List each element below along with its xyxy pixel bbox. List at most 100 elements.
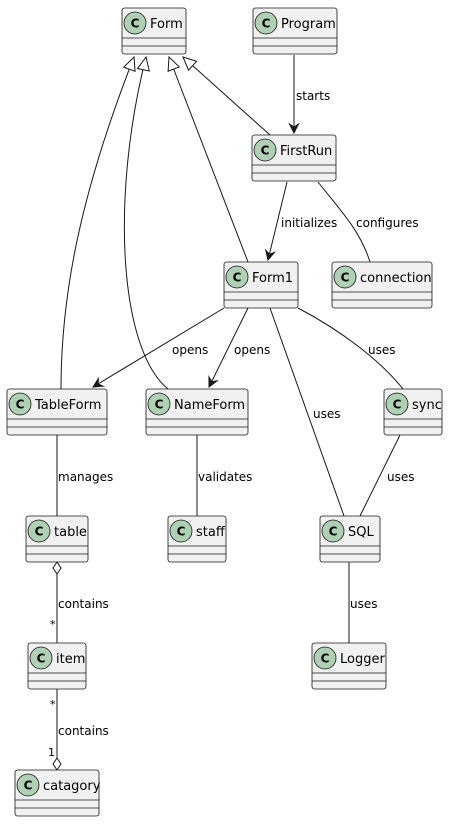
class-badge-letter: C [24, 779, 33, 793]
class-badge-letter: C [261, 144, 270, 158]
class-name: Form1 [252, 271, 293, 286]
relation-label: uses [387, 470, 415, 484]
class-name: staff [196, 525, 226, 540]
class-badge-letter: C [155, 398, 164, 412]
class-name: Form [150, 17, 183, 32]
class-box-form[interactable]: C Form [121, 7, 187, 55]
relation-tableform-manages-table: manages [56, 435, 113, 516]
relation-line [182, 56, 271, 136]
class-badge-icon: C [147, 392, 171, 416]
class-name: FirstRun [280, 144, 332, 159]
aggregation-diamond-icon [52, 757, 62, 771]
relation-line [317, 181, 371, 263]
class-badge-letter: C [131, 17, 140, 31]
class-name: Logger [340, 652, 385, 667]
class-badge-icon: C [321, 519, 345, 543]
relation-label: initializes [281, 216, 337, 230]
inheritance-triangle-icon [122, 55, 136, 73]
relation-sql-uses-logger: uses [348, 562, 378, 643]
class-badge-icon: C [123, 11, 147, 35]
relation-line [123, 56, 169, 390]
relation-label: manages [58, 470, 113, 484]
relation-line [208, 307, 249, 388]
relation-label: opens [172, 343, 208, 357]
relation-firstrun-configures-connection: configures [317, 181, 419, 263]
class-badge-icon: C [27, 519, 51, 543]
class-box-frame [331, 261, 433, 309]
arrowhead-icon [92, 376, 105, 388]
class-box-firstrun[interactable]: C FirstRun [251, 134, 337, 182]
relation-firstrun-initializes-form1: initializes [264, 181, 337, 262]
relation-label: configures [356, 216, 419, 230]
relation-line [92, 307, 225, 388]
class-badge-letter: C [16, 398, 25, 412]
multiplicity-label: 1 [48, 746, 55, 759]
class-name: sync [412, 398, 442, 413]
relation-label: uses [350, 597, 378, 611]
arrowhead-icon [264, 248, 277, 262]
relation-label: contains [58, 724, 109, 738]
class-badge-icon: C [313, 646, 337, 670]
class-name: table [54, 525, 87, 540]
relation-table-contains-item: contains* [50, 561, 109, 643]
relation-label: starts [296, 89, 330, 103]
class-box-program[interactable]: C Program [252, 7, 338, 55]
aggregation-diamond-icon [52, 561, 62, 575]
relation-nameform-extends-form [123, 55, 169, 390]
relation-line [60, 56, 135, 390]
relation-line [297, 307, 404, 390]
relation-form1-extends-form [167, 55, 249, 263]
class-badge-icon: C [385, 392, 409, 416]
class-badge-letter: C [321, 652, 330, 666]
class-name: SQL [348, 525, 374, 540]
relation-form1-uses-sql: uses [269, 307, 345, 517]
arrowhead-icon [208, 375, 219, 389]
class-box-frame [6, 388, 108, 436]
inheritance-triangle-icon [167, 55, 181, 72]
class-badge-icon: C [253, 138, 277, 162]
class-name: catagory [43, 779, 101, 794]
inheritance-triangle-icon [182, 56, 198, 72]
relation-label: uses [368, 343, 396, 357]
class-box-frame [145, 388, 249, 436]
class-box-logger[interactable]: C Logger [311, 642, 387, 690]
class-name: TableForm [34, 398, 101, 413]
class-badge-icon: C [225, 265, 249, 289]
class-badge-icon: C [169, 519, 193, 543]
relation-line [359, 434, 401, 517]
class-badge-letter: C [341, 271, 350, 285]
relation-label: uses [313, 407, 341, 421]
class-badge-icon: C [254, 11, 278, 35]
class-name: Program [281, 17, 336, 32]
relation-firstrun-extends-form [182, 56, 271, 136]
class-box-tableform[interactable]: C TableForm [6, 388, 108, 436]
class-badge-letter: C [233, 271, 242, 285]
relation-line [269, 307, 345, 517]
class-badge-icon: C [16, 773, 40, 797]
multiplicity-label: * [50, 698, 56, 711]
multiplicity-label: * [50, 618, 56, 631]
class-badge-icon: C [29, 646, 53, 670]
relation-item-contains-catagory: contains* 1 [48, 689, 109, 771]
arrowhead-icon [288, 122, 300, 135]
class-badge-letter: C [393, 398, 402, 412]
relation-label: validates [198, 470, 252, 484]
relation-form1-opens-tableform: opens [92, 307, 225, 388]
inheritance-triangle-icon [136, 55, 150, 72]
class-badge-letter: C [262, 17, 271, 31]
relation-form1-opens-nameform: opens [208, 307, 270, 389]
class-box-form1[interactable]: C Form1 [223, 261, 299, 309]
relation-line [267, 181, 288, 261]
